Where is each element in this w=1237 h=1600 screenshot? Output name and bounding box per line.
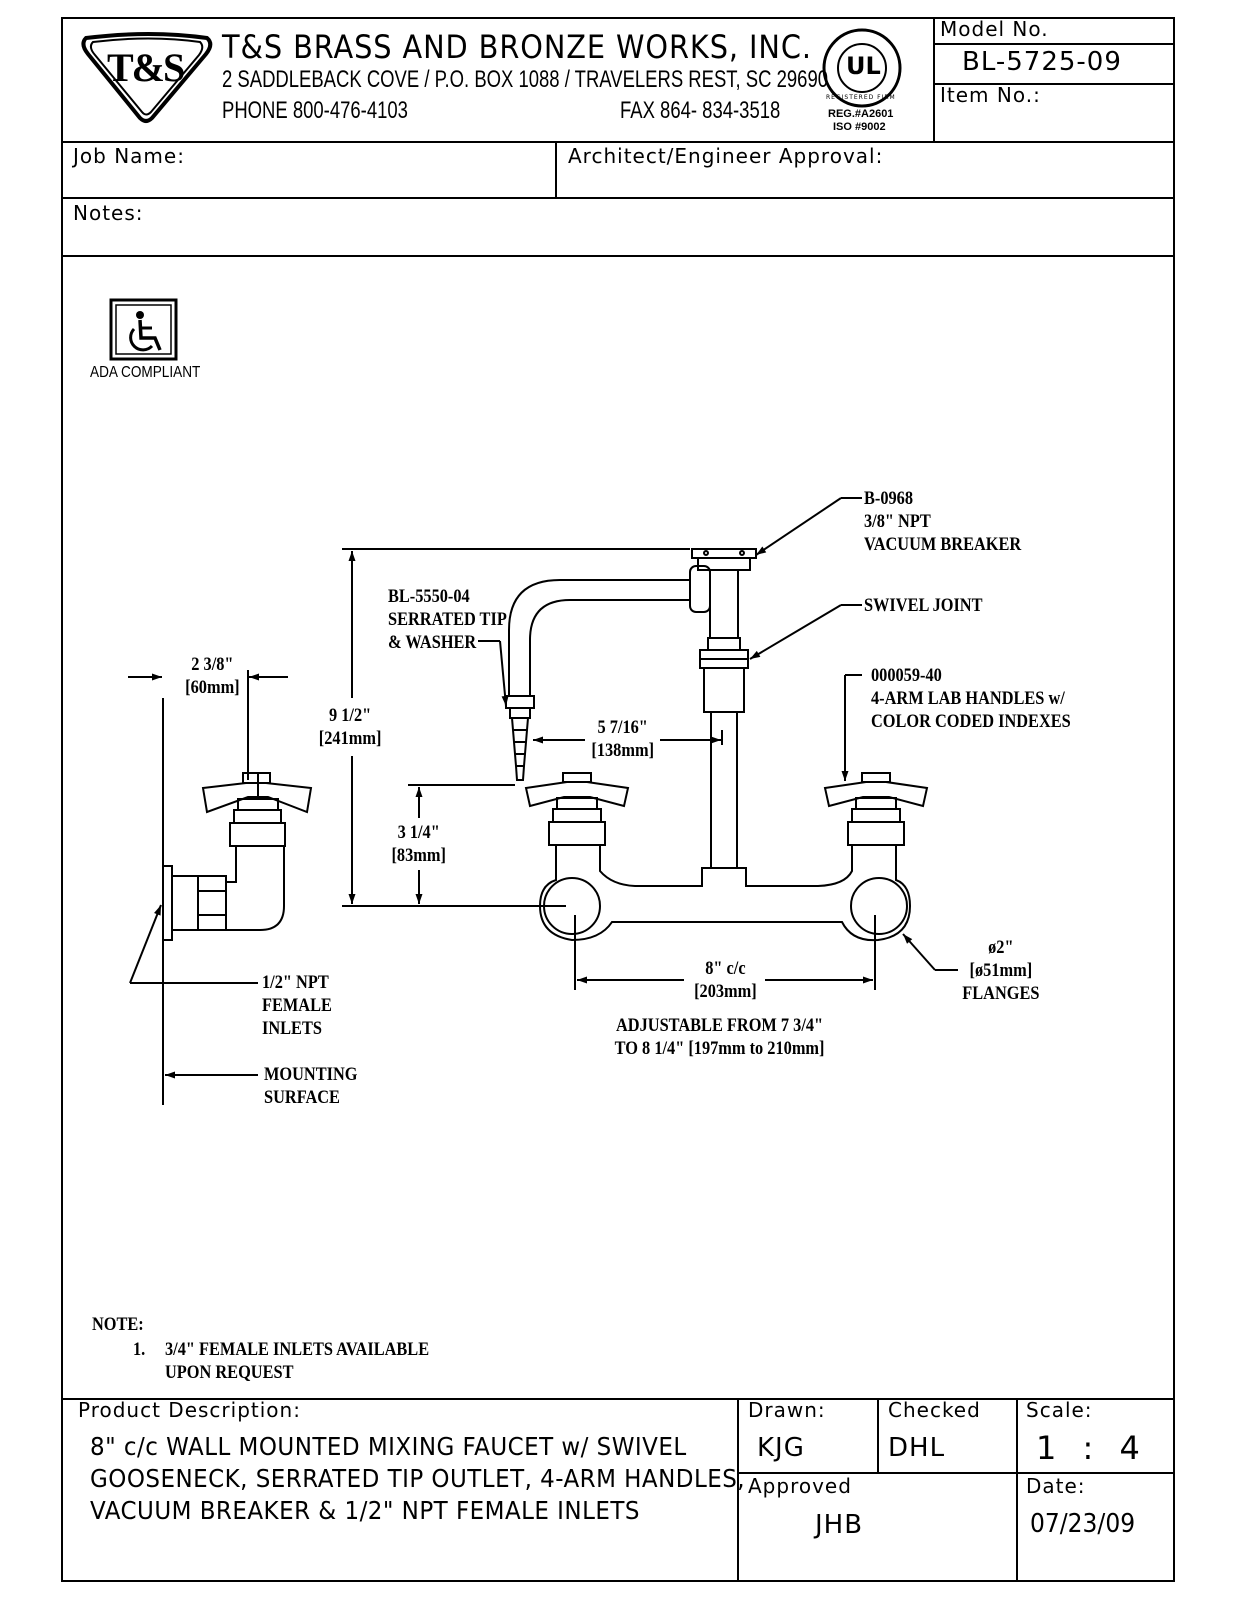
callout-line: BL-5550-04 <box>388 586 470 607</box>
callout-line: FLANGES <box>962 983 1040 1004</box>
dim-side-width: 2 3/8" [60mm] <box>178 653 247 699</box>
callout-line: 1/2" NPT <box>262 972 329 993</box>
ul-reg-number: REG.#A2601 <box>828 108 894 120</box>
dim-text: [60mm] <box>185 677 240 698</box>
checked-value: DHL <box>888 1433 946 1463</box>
dim-reach: 5 7/16" [138mm] <box>584 716 661 762</box>
callout-line: & WASHER <box>388 632 477 653</box>
dim-text: [203mm] <box>694 981 757 1002</box>
job-name-field[interactable] <box>63 170 553 196</box>
company-fax: FAX 864- 834-3518 <box>620 97 781 124</box>
model-no-label: Model No. <box>940 17 1049 41</box>
dim-text: 3 1/4" <box>397 822 440 843</box>
dim-adjustable: ADJUSTABLE FROM 7 3/4" TO 8 1/4" [197mm … <box>588 1014 851 1060</box>
callout-line: SURFACE <box>264 1087 340 1108</box>
drawing-frame <box>61 17 1175 1582</box>
callout-line: MOUNTING <box>264 1064 358 1085</box>
notes-row-divider <box>61 255 1175 257</box>
company-address: 2 SADDLEBACK COVE / P.O. BOX 1088 / TRAV… <box>222 66 829 93</box>
callout-line: [ø51mm] <box>969 960 1033 981</box>
callout-line: INLETS <box>262 1018 322 1039</box>
dim-text: TO 8 1/4" [197mm to 210mm] <box>614 1038 825 1059</box>
note-body: 3/4" FEMALE INLETS AVAILABLE UPON REQUES… <box>165 1338 429 1384</box>
dim-text: ADJUSTABLE FROM 7 3/4" <box>616 1015 824 1036</box>
callout-handles: 000059-40 4-ARM LAB HANDLES w/ COLOR COD… <box>871 664 1071 733</box>
callout-line: SERRATED TIP <box>388 609 507 630</box>
model-no-value: BL-5725-09 <box>962 47 1122 77</box>
callout-mounting-surface: MOUNTING SURFACE <box>264 1063 358 1109</box>
note-line: UPON REQUEST <box>165 1362 294 1383</box>
product-description-line: GOOSENECK, SERRATED TIP OUTLET, 4-ARM HA… <box>90 1464 746 1493</box>
architect-approval-label: Architect/Engineer Approval: <box>568 144 884 168</box>
model-no-divider <box>933 43 1175 45</box>
callout-flanges: ø2" [ø51mm] FLANGES <box>960 936 1042 1005</box>
ts-logo-text: T&S <box>107 45 185 90</box>
callout-line: 4-ARM LAB HANDLES w/ <box>871 688 1065 709</box>
ul-ring-text: REGISTERED FIRM <box>826 94 896 101</box>
product-description: 8" c/c WALL MOUNTED MIXING FAUCET w/ SWI… <box>90 1431 745 1527</box>
dim-text: 8" c/c <box>705 958 746 979</box>
ul-mark-text: UL <box>846 52 881 80</box>
callout-line: B-0968 <box>864 488 914 509</box>
footer-desc-divider <box>737 1398 739 1582</box>
scale-label: Scale: <box>1026 1398 1093 1422</box>
company-name: T&S BRASS AND BRONZE WORKS, INC. <box>222 28 812 66</box>
date-label: Date: <box>1026 1474 1086 1498</box>
product-description-line: VACUUM BREAKER & 1/2" NPT FEMALE INLETS <box>90 1496 640 1525</box>
callout-line: 3/8" NPT <box>864 511 931 532</box>
drawn-label: Drawn: <box>748 1398 826 1422</box>
job-architect-divider <box>555 141 557 198</box>
footer-mid-divider <box>737 1472 1175 1474</box>
note-line: 3/4" FEMALE INLETS AVAILABLE <box>165 1339 430 1360</box>
company-phone: PHONE 800-476-4103 <box>222 97 408 124</box>
callout-line: SWIVEL JOINT <box>864 595 983 616</box>
header-divider <box>61 141 1175 143</box>
product-description-label: Product Description: <box>78 1398 301 1422</box>
scale-value: 1 : 4 <box>1036 1429 1148 1467</box>
job-name-label: Job Name: <box>73 144 185 168</box>
ada-compliant-label: ADA COMPLIANT <box>90 364 201 381</box>
callout-swivel-joint: SWIVEL JOINT <box>864 594 983 617</box>
approved-label: Approved <box>748 1474 852 1498</box>
dim-text: 5 7/16" <box>597 717 648 738</box>
callout-line: COLOR CODED INDEXES <box>871 711 1071 732</box>
notes-label: Notes: <box>73 201 144 225</box>
product-description-line: 8" c/c WALL MOUNTED MIXING FAUCET w/ SWI… <box>90 1432 687 1461</box>
callout-line: VACUUM BREAKER <box>864 534 1022 555</box>
item-no-divider <box>933 83 1175 85</box>
footer-drawn-divider <box>877 1398 879 1472</box>
approved-value: JHB <box>815 1510 864 1540</box>
callout-inlets: 1/2" NPT FEMALE INLETS <box>262 971 332 1040</box>
dim-centers: 8" c/c [203mm] <box>685 957 766 1003</box>
dim-text: [138mm] <box>591 740 655 761</box>
footer-top-divider <box>61 1398 1175 1400</box>
ul-iso-number: ISO #9002 <box>833 121 886 133</box>
checked-label: Checked <box>888 1398 981 1422</box>
callout-serrated-tip: BL-5550-04 SERRATED TIP & WASHER <box>388 585 507 654</box>
callout-line: 000059-40 <box>871 665 942 686</box>
callout-vacuum-breaker: B-0968 3/8" NPT VACUUM BREAKER <box>864 487 1021 556</box>
note-item-number: 1. <box>133 1339 146 1360</box>
callout-line: FEMALE <box>262 995 332 1016</box>
dim-text: 2 3/8" <box>191 654 234 675</box>
drawn-value: KJG <box>757 1433 805 1463</box>
date-value: 07/23/09 <box>1030 1509 1136 1539</box>
model-box-divider <box>933 17 935 142</box>
dim-text: [83mm] <box>391 845 446 866</box>
notes-field[interactable] <box>63 226 1173 254</box>
dim-height: 9 1/2" [241mm] <box>314 704 386 750</box>
dim-outlet-height: 3 1/4" [83mm] <box>386 821 451 867</box>
job-row-divider <box>61 197 1175 199</box>
footer-scale-divider <box>1016 1398 1018 1582</box>
item-no-label: Item No.: <box>940 83 1041 107</box>
dim-text: [241mm] <box>318 728 382 749</box>
note-title: NOTE: <box>92 1314 144 1335</box>
architect-approval-field[interactable] <box>558 170 1173 196</box>
dim-text: 9 1/2" <box>329 705 372 726</box>
callout-line: ø2" <box>988 937 1014 958</box>
